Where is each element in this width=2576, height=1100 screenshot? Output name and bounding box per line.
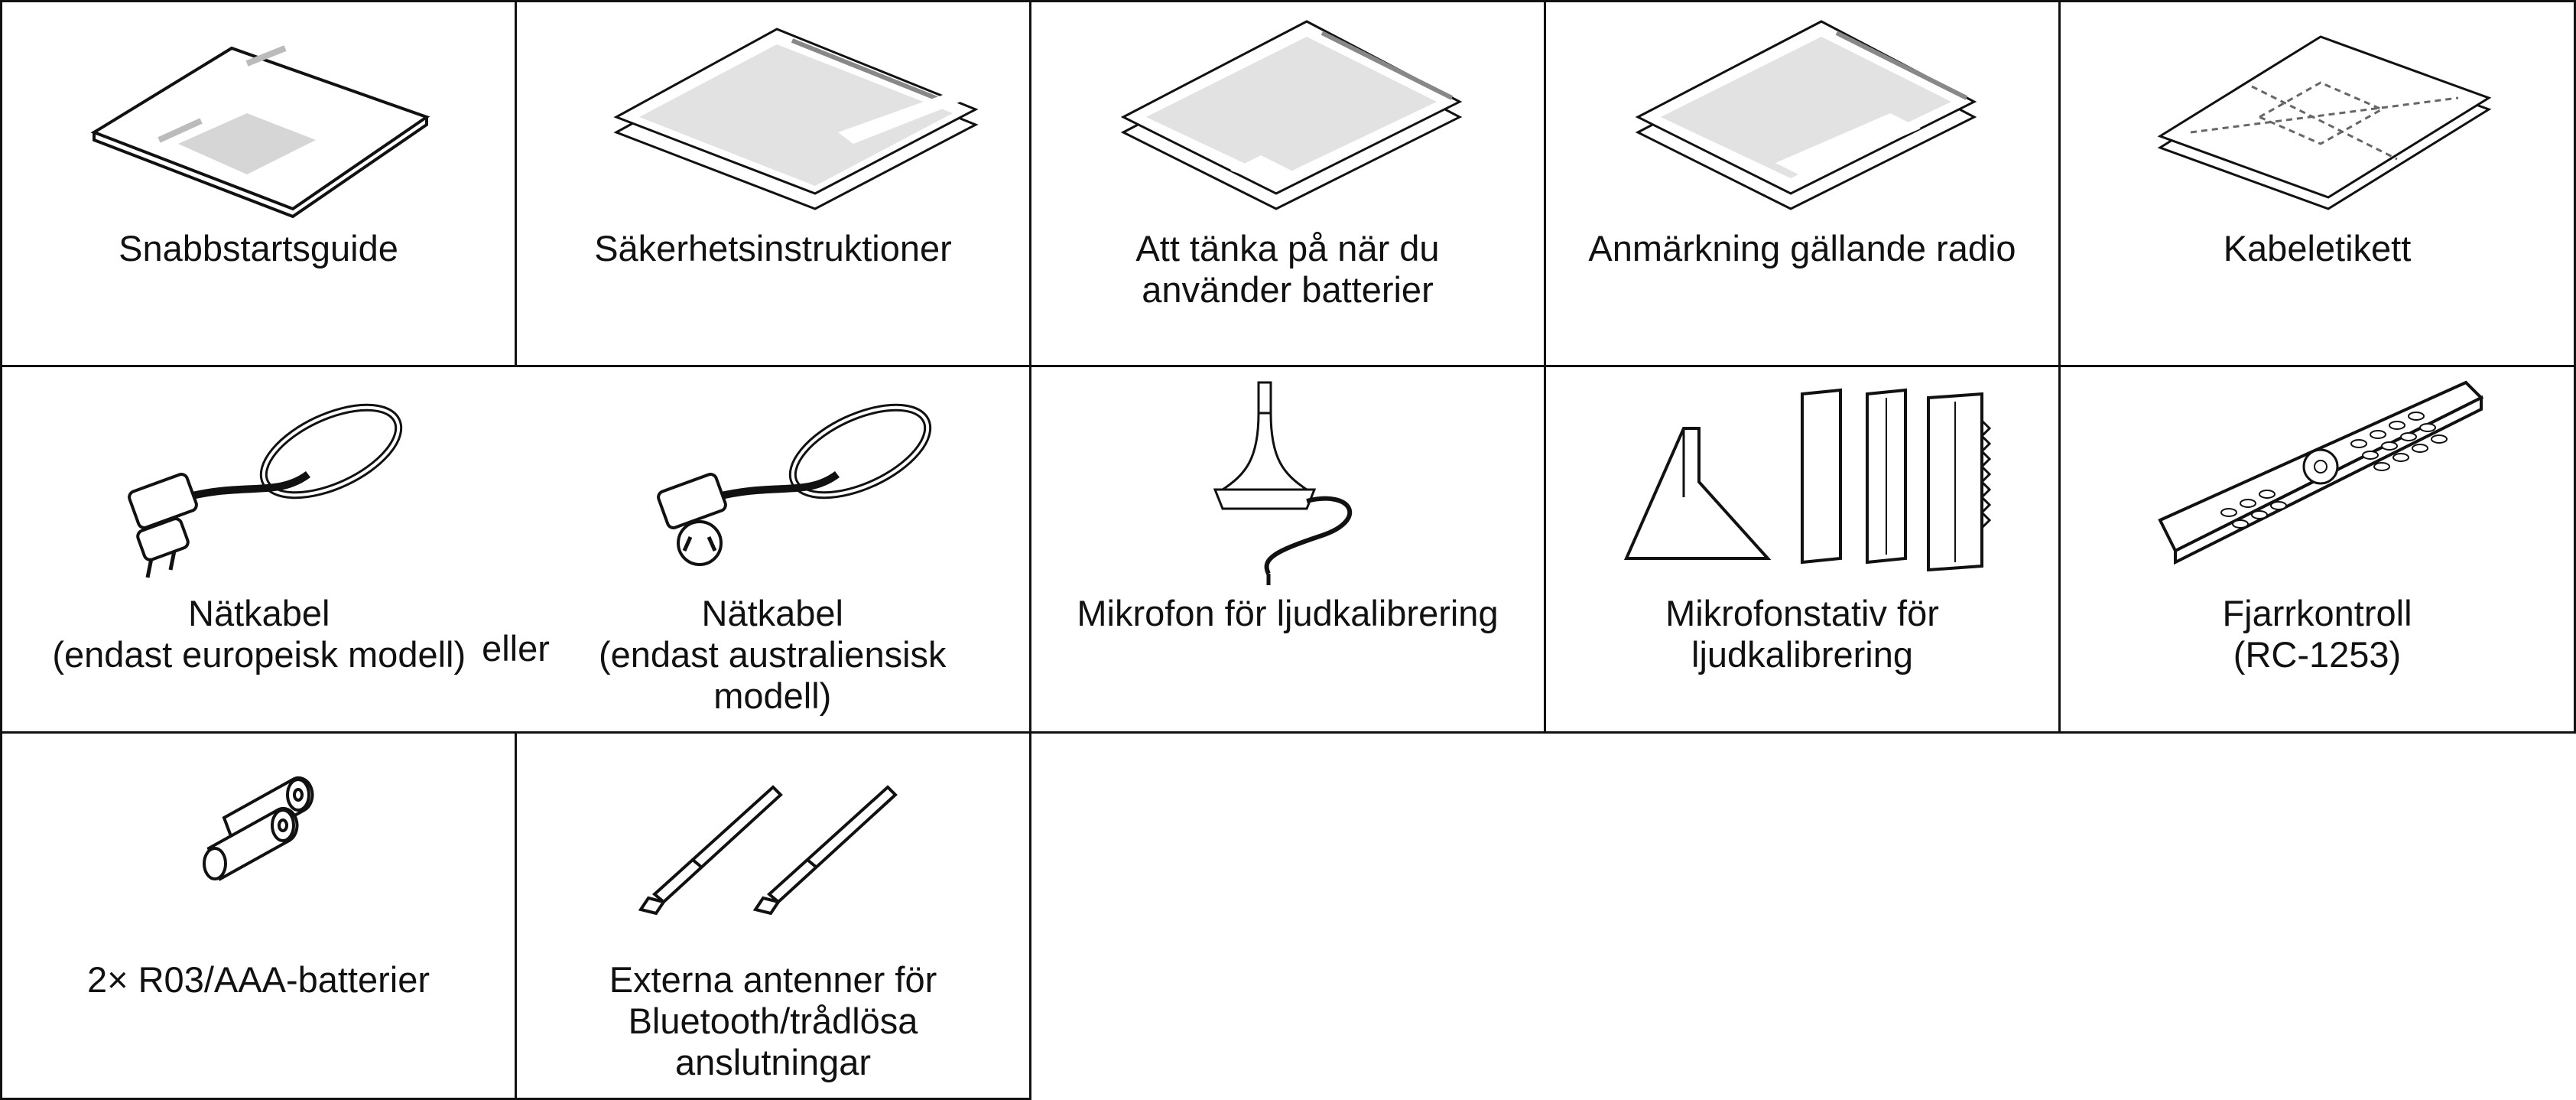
antennas-label: Externa antenner för Bluetooth/trådlösa … — [609, 959, 937, 1082]
safety-label: Säkerhetsinstruktioner — [594, 228, 952, 268]
batteries-label: 2× R03/AAA-batterier — [86, 959, 430, 1000]
power-cord-au: Nätkabel (endast australiensisk modell) — [516, 367, 1030, 731]
mic-stand-icon — [1546, 367, 2058, 589]
cell-quick-start: Snabbstartsguide — [0, 0, 517, 367]
cell-microphone: Mikrofon för ljudkalibrering — [1029, 365, 1546, 734]
batteries-note-label: Att tänka på när du använder batterier — [1135, 228, 1440, 310]
cell-batteries-note: Att tänka på när du använder batterier — [1029, 0, 1546, 367]
cell-antennas: Externa antenner för Bluetooth/trådlösa … — [515, 731, 1031, 1100]
cell-radio-note: Anmärkning gällande radio — [1544, 0, 2061, 367]
remote-label: Fjarrkontroll (RC-1253) — [2222, 593, 2412, 675]
mic-stand-label: Mikrofonstativ för ljudkalibrering — [1665, 593, 1939, 675]
cell-mic-stand: Mikrofonstativ för ljudkalibrering — [1544, 365, 2061, 734]
radio-note-icon — [1546, 2, 2058, 224]
radio-note-label: Anmärkning gällande radio — [1588, 228, 2016, 268]
quick-start-label: Snabbstartsguide — [119, 228, 398, 268]
cell-safety: Säkerhetsinstruktioner — [515, 0, 1031, 367]
power-cord-au-icon — [516, 367, 1030, 589]
microphone-icon — [1031, 367, 1544, 589]
cell-batteries: 2× R03/AAA-batterier — [0, 731, 517, 1100]
or-text: eller — [482, 628, 550, 669]
cell-power-cords: Nätkabel (endast europeisk modell) eller… — [0, 365, 1031, 734]
cell-cable-label: Kabeletikett — [2058, 0, 2576, 367]
antennas-icon — [517, 734, 1029, 955]
cable-label-icon — [2061, 2, 2574, 224]
batteries-icon — [2, 734, 515, 955]
cable-label-label: Kabeletikett — [2223, 228, 2412, 268]
cell-remote: Fjarrkontroll (RC-1253) — [2058, 365, 2576, 734]
microphone-label: Mikrofon för ljudkalibrering — [1077, 593, 1499, 633]
safety-instructions-icon — [517, 2, 1029, 224]
power-cord-eu: Nätkabel (endast europeisk modell) — [2, 367, 516, 731]
power-cord-au-label: Nätkabel (endast australiensisk modell) — [598, 593, 947, 716]
quick-start-guide-icon — [2, 2, 515, 224]
power-cord-eu-label: Nätkabel (endast europeisk modell) — [52, 593, 466, 675]
remote-control-icon — [2061, 367, 2574, 589]
power-cord-eu-icon — [2, 367, 516, 589]
batteries-note-icon — [1031, 2, 1544, 224]
